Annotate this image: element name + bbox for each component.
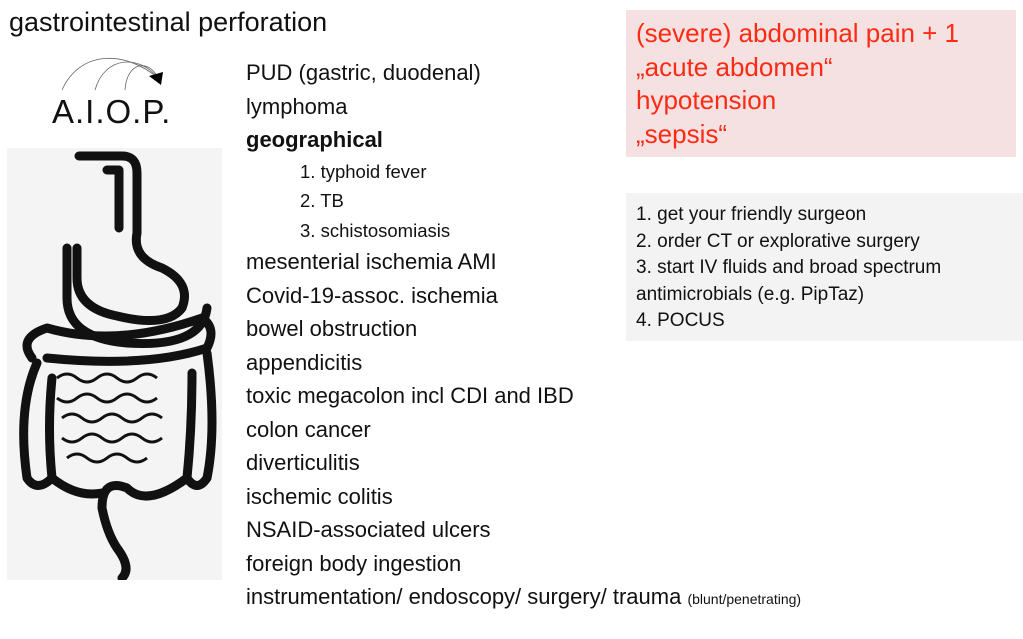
cause-item: bowel obstruction — [246, 316, 418, 342]
cause-subitem: 1. typhoid fever — [300, 160, 427, 182]
action: 1. get your friendly surgeon — [636, 204, 867, 225]
action: 3. start IV fluids and broad spectrum — [636, 257, 942, 278]
mnemonic: A.I.O.P. — [52, 93, 172, 130]
cause-item: instrumentation/ endoscopy/ surgery/ tra… — [246, 580, 801, 617]
cause-item: appendicitis — [246, 349, 363, 375]
cause-item: PUD (gastric, duodenal) — [246, 60, 481, 85]
cause-item: colon cancer — [246, 416, 371, 442]
arrows-icon — [61, 58, 163, 91]
action: 4. POCUS — [636, 310, 725, 331]
cause-text: instrumentation/ endoscopy/ surgery/ tra… — [246, 584, 682, 610]
digestive-tract-illustration — [7, 148, 222, 583]
symptoms-box: (severe) abdominal pain + 1 „acute abdom… — [626, 10, 1016, 157]
cause-heading: geographical — [246, 127, 383, 152]
cause-item: Covid-19-assoc. ischemia — [246, 282, 498, 308]
cause-note: (blunt/penetrating) — [687, 591, 802, 608]
cause-subitem: 3. schistosomiasis — [300, 219, 451, 241]
causes-list: PUD (gastric, duodenal) lymphoma geograp… — [246, 56, 801, 617]
slide-title: gastrointestinal perforation — [9, 7, 328, 37]
cause-item: toxic megacolon incl CDI and IBD — [246, 383, 574, 409]
action: antimicrobials (e.g. PipTaz) — [636, 283, 865, 305]
cause-item: foreign body ingestion — [246, 550, 462, 576]
cause-subitem: 2. TB — [300, 190, 344, 212]
cause-item: diverticulitis — [246, 450, 360, 476]
cause-item: mesenterial ischemia AMI — [246, 249, 497, 275]
symptom: „acute abdomen“ — [636, 51, 833, 82]
symptom: „sepsis“ — [636, 118, 728, 149]
actions-box: 1. get your friendly surgeon 2. order CT… — [626, 193, 1023, 341]
symptom: hypotension — [636, 85, 777, 115]
cause-item: NSAID-associated ulcers — [246, 517, 491, 543]
symptom: (severe) abdominal pain + 1 — [636, 18, 960, 48]
cause-item: lymphoma — [246, 93, 348, 119]
cause-item: ischemic colitis — [246, 483, 393, 509]
action: 2. order CT or explorative surgery — [636, 230, 920, 252]
